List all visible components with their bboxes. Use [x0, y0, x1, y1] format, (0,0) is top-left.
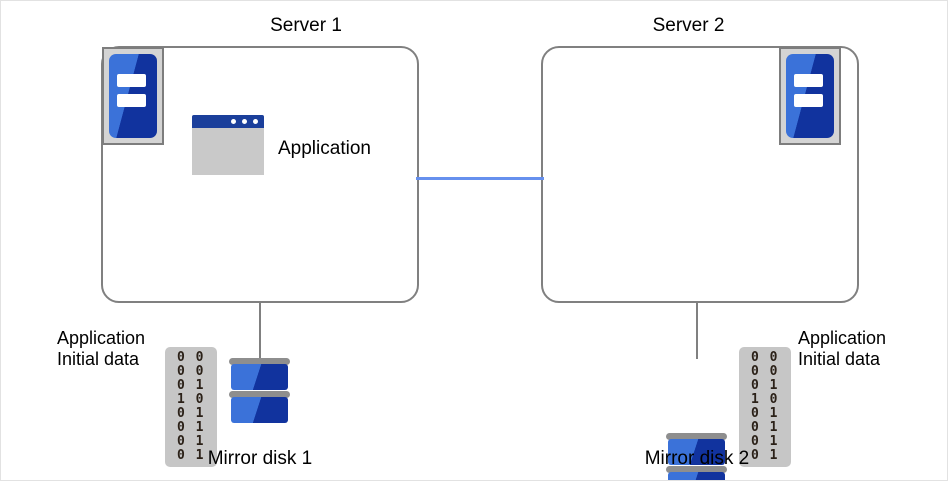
data-label-line-1: Application: [798, 328, 887, 348]
server-icon-bar-bottom: [116, 94, 147, 107]
binary-row: 0 1 0 1: [751, 406, 779, 435]
server-icon-bar-top: [793, 74, 824, 87]
server-1-title: Server 1: [270, 15, 342, 36]
server-icon: [102, 47, 164, 145]
disk-slab-upper: [668, 439, 725, 465]
application-window-icon: [192, 115, 264, 175]
application-label: Application: [278, 138, 371, 159]
mirror-disk-1-caption: Mirror disk 1: [207, 448, 313, 469]
application-titlebar: [192, 115, 264, 128]
binary-data-icon: 0 0 0 0 0 1 1 0 0 1 0 1 0 1 0 1: [739, 347, 791, 467]
server-icon: [779, 47, 841, 145]
window-dot-icon: [242, 119, 247, 124]
server-icon-body: [109, 54, 157, 138]
disk-plate-top: [229, 358, 290, 365]
disk-slab-upper: [231, 364, 288, 390]
binary-data-icon: 0 0 0 0 0 1 1 0 0 1 0 1 0 1 0 1: [165, 347, 217, 467]
binary-row: 0 1 0 1: [177, 406, 205, 435]
binary-row: 0 0 0 0: [177, 350, 205, 379]
window-dot-icon: [231, 119, 236, 124]
mirror-disk-2-caption: Mirror disk 2: [644, 448, 750, 469]
server-2-title: Server 2: [652, 15, 725, 36]
server-2-data-label: Application Initial data: [798, 328, 886, 370]
disk-plate-middle: [229, 391, 290, 398]
binary-row: 0 1 1 0: [177, 378, 205, 407]
disk-plate-top: [666, 433, 727, 440]
window-dot-icon: [253, 119, 258, 124]
server-1-disk-link: [259, 302, 261, 359]
server-icon-bar-top: [116, 74, 147, 87]
server-icon-body: [786, 54, 834, 138]
server-interconnect-line: [416, 177, 544, 180]
disk-slab-lower: [231, 397, 288, 423]
data-label-line-2: Initial data: [798, 349, 881, 369]
server-icon-bar-bottom: [793, 94, 824, 107]
server-1-data-label: Application Initial data: [57, 328, 145, 370]
mirror-disk-1-icon: [229, 358, 290, 433]
application-window-body: [192, 128, 264, 175]
data-label-line-1: Application: [57, 328, 146, 348]
binary-row: 0 1 1 0: [751, 378, 779, 407]
binary-row: 0 0 0 0: [751, 350, 779, 379]
disk-slab-lower: [668, 472, 725, 480]
mirror-disk-2-icon: [666, 433, 727, 480]
binary-row: 0 1 0 1: [751, 434, 779, 463]
disk-plate-middle: [666, 466, 727, 473]
binary-row: 0 1 0 1: [177, 434, 205, 463]
server-2-disk-link: [696, 302, 698, 359]
data-label-line-2: Initial data: [57, 349, 140, 369]
